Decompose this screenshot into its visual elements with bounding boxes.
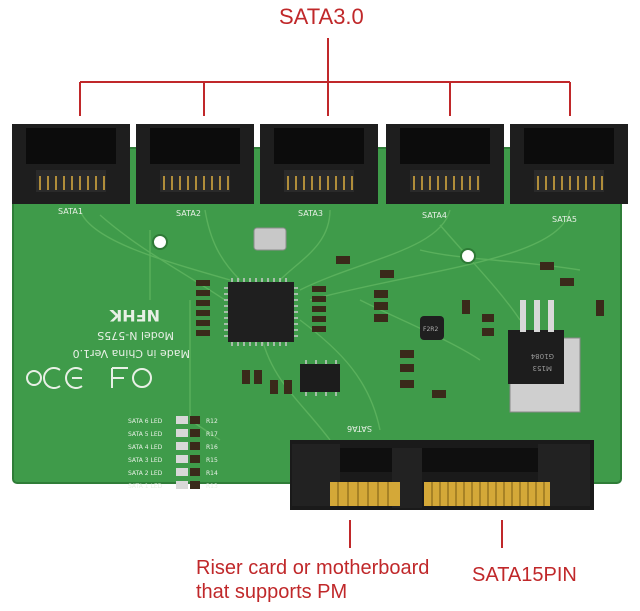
ukca-mark — [26, 370, 42, 386]
led-label: SATA 6 LED — [128, 418, 163, 425]
sata-port-3 — [260, 124, 378, 204]
sata-port-1 — [12, 124, 130, 204]
brand-mark: NFHK — [109, 306, 160, 325]
resistor-label: R12 — [206, 418, 218, 425]
port-label-5: SATA5 — [552, 215, 577, 224]
mounting-hole — [460, 248, 476, 264]
callout-pointer-bottom — [349, 520, 503, 548]
sata-15pin-connector — [290, 440, 594, 510]
sata-port-group — [12, 124, 628, 204]
sata-port-5 — [510, 124, 628, 204]
pcb-board — [13, 148, 621, 483]
port-label-6: SATA6 — [347, 424, 372, 433]
eeprom-chip — [300, 360, 340, 396]
resistor-label: R17 — [206, 431, 218, 438]
controller-chip — [224, 278, 298, 346]
mounting-hole — [152, 234, 168, 250]
riser-callout-line-2: that supports PM — [196, 581, 348, 603]
model-line-2: Model N-575S — [97, 329, 174, 342]
fcc-mark — [111, 367, 128, 388]
inductor — [420, 316, 444, 340]
led-column — [176, 416, 200, 489]
riser-callout-line-1: Riser card or motherboard — [196, 557, 430, 579]
led-label: SATA 2 LED — [128, 470, 163, 477]
resistor-label: R16 — [206, 444, 218, 451]
led-label: SATA 1 LED — [128, 483, 163, 490]
crystal — [253, 227, 287, 251]
resistor-label: R14 — [206, 470, 218, 477]
passive-components — [196, 256, 604, 398]
sata-port-2 — [136, 124, 254, 204]
resistor-label: R15 — [206, 457, 218, 464]
sata15pin-callout-label: SATA15PIN — [472, 564, 577, 586]
resistor-label: R13 — [206, 483, 218, 490]
voltage-regulator: G1084 M153 — [508, 300, 581, 413]
led-label: SATA 3 LED — [128, 457, 163, 464]
callout-bracket-top — [79, 38, 571, 116]
led-label: SATA 4 LED — [128, 444, 163, 451]
regulator-marking: G1084 — [530, 352, 554, 360]
sata3-callout-label: SATA3.0 — [279, 4, 364, 29]
ce-mark-e — [65, 367, 83, 389]
pcb-traces — [79, 209, 581, 441]
port-label-2: SATA2 — [176, 209, 201, 218]
ce-mark-c — [43, 367, 61, 389]
riser-callout-label: Riser card or motherboard that supports … — [196, 556, 429, 604]
model-line-1: Made in China Ver1.0 — [73, 347, 190, 360]
svg-text:F2R2: F2R2 — [423, 326, 438, 333]
certification-marks — [26, 367, 152, 389]
led-label: SATA 5 LED — [128, 431, 163, 438]
port-label-1: SATA1 — [58, 207, 83, 216]
chip-marking: M153 — [533, 364, 552, 372]
port-label-4: SATA4 — [422, 211, 447, 220]
port-label-3: SATA3 — [298, 209, 323, 218]
sata-port-4 — [386, 124, 504, 204]
